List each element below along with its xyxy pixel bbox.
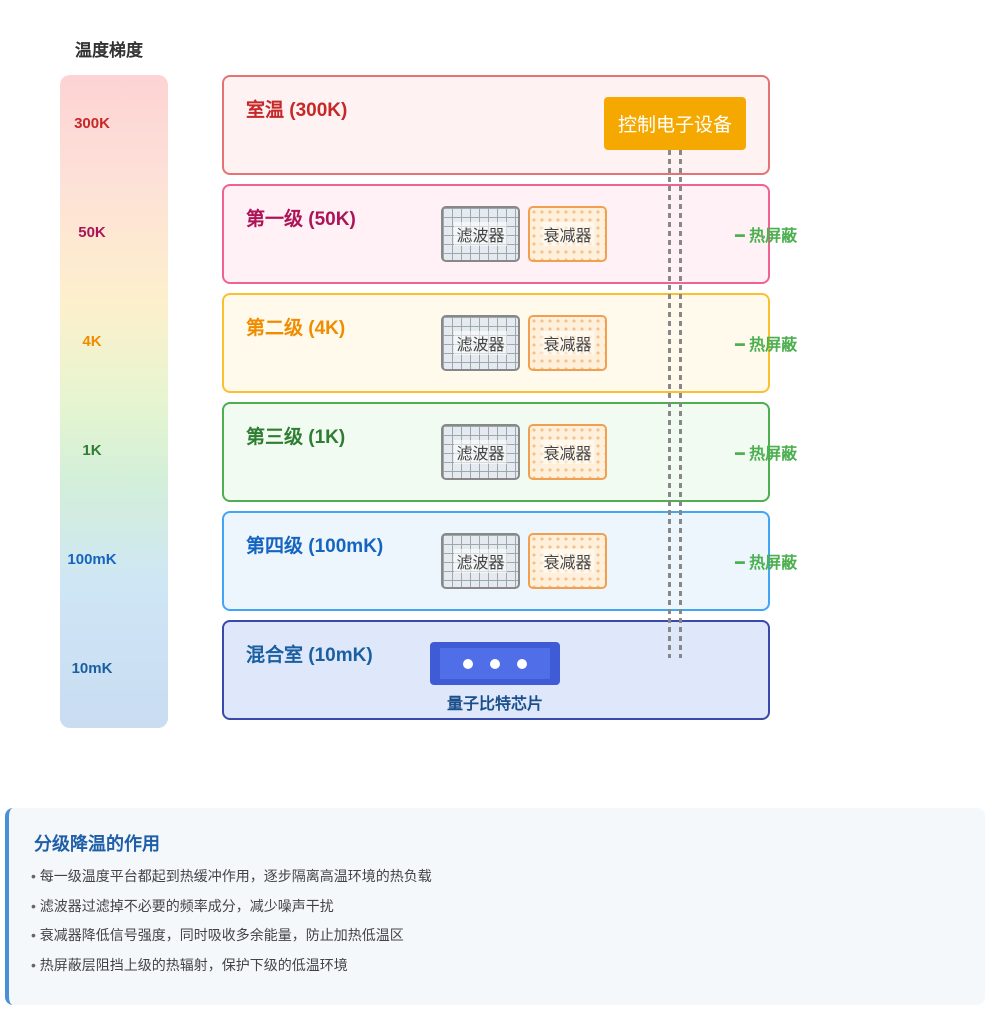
gradient-label: 100mK: [67, 551, 117, 568]
stage-title: 混合室 (10mK): [246, 645, 373, 666]
qubit-dot: [489, 658, 500, 669]
attenuator: 衰减器: [528, 533, 607, 589]
filter: 滤波器: [441, 315, 520, 371]
qubit-dot: [517, 658, 528, 669]
control-electronics-box: 控制电子设备: [604, 97, 746, 150]
stage-title: 第四级 (100mK): [246, 536, 384, 557]
attenuator: 衰减器: [528, 206, 607, 262]
stage-title: 室温 (300K): [246, 100, 348, 121]
filter-label: 滤波器: [454, 440, 507, 464]
gradient-label: 300K: [74, 115, 110, 132]
gradient-label: 1K: [82, 442, 102, 459]
qubit-dot: [462, 658, 473, 669]
stage-box: 第一级 (50K) 滤波器 衰减器: [222, 184, 770, 284]
filter-label: 滤波器: [454, 222, 507, 246]
heat-shield-label: ━ 热屏蔽: [735, 446, 798, 463]
filter-label: 滤波器: [454, 549, 507, 573]
stage-box: 第三级 (1K) 滤波器 衰减器: [222, 402, 770, 502]
stage-box: 第四级 (100mK) 滤波器 衰减器: [222, 511, 770, 611]
temperature-gradient-bar: [60, 75, 168, 728]
gradient-label: 4K: [82, 333, 102, 350]
gradient-label: 10mK: [71, 660, 113, 677]
stage-title: 第三级 (1K): [246, 427, 346, 448]
attenuator-label: 衰减器: [541, 440, 594, 464]
signal-line: [679, 150, 682, 658]
info-panel: 分级降温的作用 每一级温度平台都起到热缓冲作用，逐步隔离高温环境的热负载 滤波器…: [5, 808, 985, 1005]
attenuator: 衰减器: [528, 315, 607, 371]
gradient-title: 温度梯度: [75, 41, 143, 60]
attenuator-label: 衰减器: [541, 549, 594, 573]
heat-shield-label: ━ 热屏蔽: [735, 228, 798, 245]
stage-title: 第二级 (4K): [246, 318, 346, 339]
list-item: 滤波器过滤掉不必要的频率成分，减少噪声干扰: [31, 896, 432, 926]
list-item: 每一级温度平台都起到热缓冲作用，逐步隔离高温环境的热负载: [31, 866, 432, 896]
stage-box: 混合室 (10mK): [222, 620, 770, 720]
qubit-chip: [430, 642, 560, 685]
filter-label: 滤波器: [454, 331, 507, 355]
stage-title: 第一级 (50K): [246, 209, 356, 230]
list-item: 衰减器降低信号强度，同时吸收多余能量，防止加热低温区: [31, 925, 432, 955]
gradient-label: 50K: [78, 224, 106, 241]
attenuator-label: 衰减器: [541, 331, 594, 355]
stage-box: 第二级 (4K) 滤波器 衰减器: [222, 293, 770, 393]
panel-title: 分级降温的作用: [34, 834, 160, 854]
heat-shield-label: ━ 热屏蔽: [735, 337, 798, 354]
filter: 滤波器: [441, 533, 520, 589]
signal-line: [668, 150, 671, 658]
filter: 滤波器: [441, 206, 520, 262]
heat-shield-label: ━ 热屏蔽: [735, 555, 798, 572]
qubit-chip-label: 量子比特芯片: [446, 696, 543, 713]
list-item: 热屏蔽层阻挡上级的热辐射，保护下级的低温环境: [31, 955, 432, 985]
attenuator: 衰减器: [528, 424, 607, 480]
filter: 滤波器: [441, 424, 520, 480]
attenuator-label: 衰减器: [541, 222, 594, 246]
